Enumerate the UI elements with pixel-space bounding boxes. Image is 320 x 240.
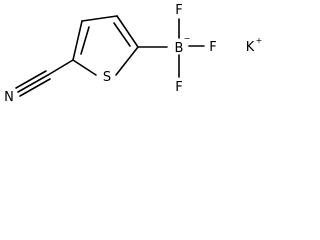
fluorine-bottom-label: F (175, 80, 182, 95)
fluorine-top-label: F (175, 3, 182, 18)
nitrogen-atom-label: N (4, 90, 14, 105)
thiophene-ring (72, 15, 139, 76)
chemical-structure: N S B − F F F K + (4, 3, 263, 105)
ring-to-nitrile-bond (47, 59, 74, 76)
boron-atom-label: B (175, 41, 184, 56)
sulfur-atom-label: S (103, 70, 111, 85)
boron-fluorine-bonds (178, 18, 205, 78)
nitrile-triple-bond (15, 70, 51, 97)
boron-charge-label: − (184, 34, 191, 43)
fluorine-right-label: F (209, 40, 216, 55)
potassium-counterion-label: K (246, 40, 255, 55)
potassium-charge-label: + (256, 36, 263, 45)
